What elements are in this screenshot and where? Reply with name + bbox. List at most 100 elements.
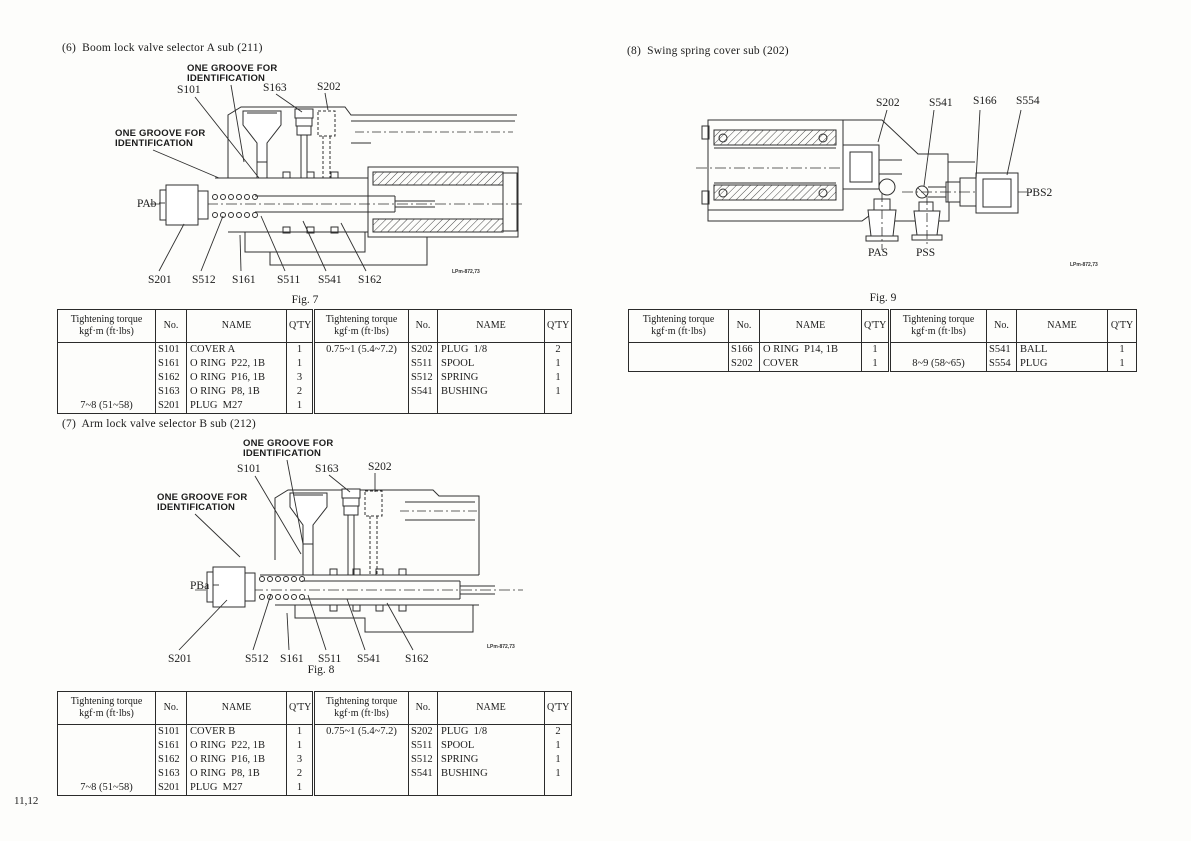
section-8-heading: (8) Swing spring cover sub (202) <box>627 45 789 57</box>
part-label-s541: S541 <box>929 97 953 109</box>
table-cell <box>57 724 156 739</box>
drawing-watermark: LPm-872,73 <box>452 269 480 275</box>
table-cell: BUSHING <box>437 385 545 399</box>
table-cell: 1 <box>1107 357 1137 372</box>
table-cell: S201 <box>155 781 187 796</box>
table-cell: S202 <box>408 342 438 357</box>
table-cell <box>57 753 156 767</box>
table-cell: PLUG <box>1016 357 1108 372</box>
table-cell: BUSHING <box>437 767 545 781</box>
port-label-pss: PSS <box>916 247 935 259</box>
drawing-watermark: LPm-872,73 <box>1070 262 1098 268</box>
table-cell <box>312 371 409 385</box>
name-header: NAME <box>1016 309 1108 343</box>
table-cell: S163 <box>155 767 187 781</box>
table-cell: S161 <box>155 357 187 371</box>
table-cell <box>57 385 156 399</box>
table-cell: O RING P22, 1B <box>186 739 287 753</box>
fig9-caption: Fig. 9 <box>869 292 897 304</box>
part-label-s162: S162 <box>405 653 429 665</box>
table-cell <box>57 342 156 357</box>
part-label-s162: S162 <box>358 274 382 286</box>
part-label-s541: S541 <box>318 274 342 286</box>
table-cell <box>312 385 409 399</box>
table-cell: 1 <box>286 357 314 371</box>
part-label-s511: S511 <box>277 274 300 286</box>
table-cell: PLUG 1/8 <box>437 724 545 739</box>
groove-note-left: ONE GROOVE FOR <box>115 128 205 139</box>
part-label-s161: S161 <box>280 653 304 665</box>
table-cell <box>57 371 156 385</box>
table-cell <box>312 399 409 414</box>
leader-lines <box>877 109 1022 187</box>
table-cell: O RING P14, 1B <box>759 342 862 357</box>
table-cell: S201 <box>155 399 187 414</box>
port-label-pas: PAS <box>868 247 888 259</box>
qty-header: Q'TY <box>286 309 314 343</box>
part-label-s202: S202 <box>876 97 900 109</box>
leader-lines <box>152 84 367 272</box>
no-header: No. <box>986 309 1017 343</box>
part-label-s202: S202 <box>368 461 392 473</box>
table-cell: S512 <box>408 753 438 767</box>
groove-note-left-2: IDENTIFICATION <box>157 502 235 513</box>
table-cell: 2 <box>544 342 572 357</box>
section-6-heading: (6) Boom lock valve selector A sub (211) <box>62 42 263 54</box>
table-cell: O RING P8, 1B <box>186 385 287 399</box>
groove-note-top: ONE GROOVE FOR <box>243 438 333 449</box>
name-header: NAME <box>759 309 862 343</box>
table-cell: S541 <box>408 767 438 781</box>
table-cell <box>312 781 409 796</box>
table-cell <box>57 767 156 781</box>
table-cell: 1 <box>861 357 890 372</box>
table-cell: 1 <box>544 767 572 781</box>
name-header: NAME <box>186 691 287 725</box>
table-cell: SPRING <box>437 371 545 385</box>
fig8-drawing: ONE GROOVE FOR IDENTIFICATION ONE GROOVE… <box>157 438 523 665</box>
part-label-s163: S163 <box>263 82 287 94</box>
groove-note-left-2: IDENTIFICATION <box>115 138 193 149</box>
groove-note-top-2: IDENTIFICATION <box>187 73 265 84</box>
table-cell: 1 <box>544 739 572 753</box>
groove-note-top: ONE GROOVE FOR <box>187 63 277 74</box>
table-cell: S202 <box>728 357 760 372</box>
table-cell: S161 <box>155 739 187 753</box>
table-cell: 2 <box>544 724 572 739</box>
part-label-s101: S101 <box>237 463 261 475</box>
table-cell: S554 <box>986 357 1017 372</box>
table-cell <box>888 342 987 357</box>
qty-header: Q'TY <box>544 309 572 343</box>
table-cell: O RING P8, 1B <box>186 767 287 781</box>
table-cell: 0.75~1 (5.4~7.2) <box>312 724 409 739</box>
table-cell: 1 <box>286 724 314 739</box>
table-cell <box>628 342 729 357</box>
table-cell: 2 <box>286 767 314 781</box>
no-header: No. <box>408 309 438 343</box>
qty-header: Q'TY <box>1107 309 1137 343</box>
no-header: No. <box>155 309 187 343</box>
table-cell: 1 <box>1107 342 1137 357</box>
groove-note-left: ONE GROOVE FOR <box>157 492 247 503</box>
table-cell: PLUG 1/8 <box>437 342 545 357</box>
table-cell: 2 <box>286 385 314 399</box>
table-cell <box>408 399 438 414</box>
port-label-pab: PAb <box>137 198 157 210</box>
part-label-s511: S511 <box>318 653 341 665</box>
table-cell: S101 <box>155 342 187 357</box>
name-header: NAME <box>186 309 287 343</box>
table-cell: SPRING <box>437 753 545 767</box>
port-label-pba: PBa <box>190 580 209 592</box>
no-header: No. <box>155 691 187 725</box>
name-header: NAME <box>437 309 545 343</box>
part-label-s161: S161 <box>232 274 256 286</box>
